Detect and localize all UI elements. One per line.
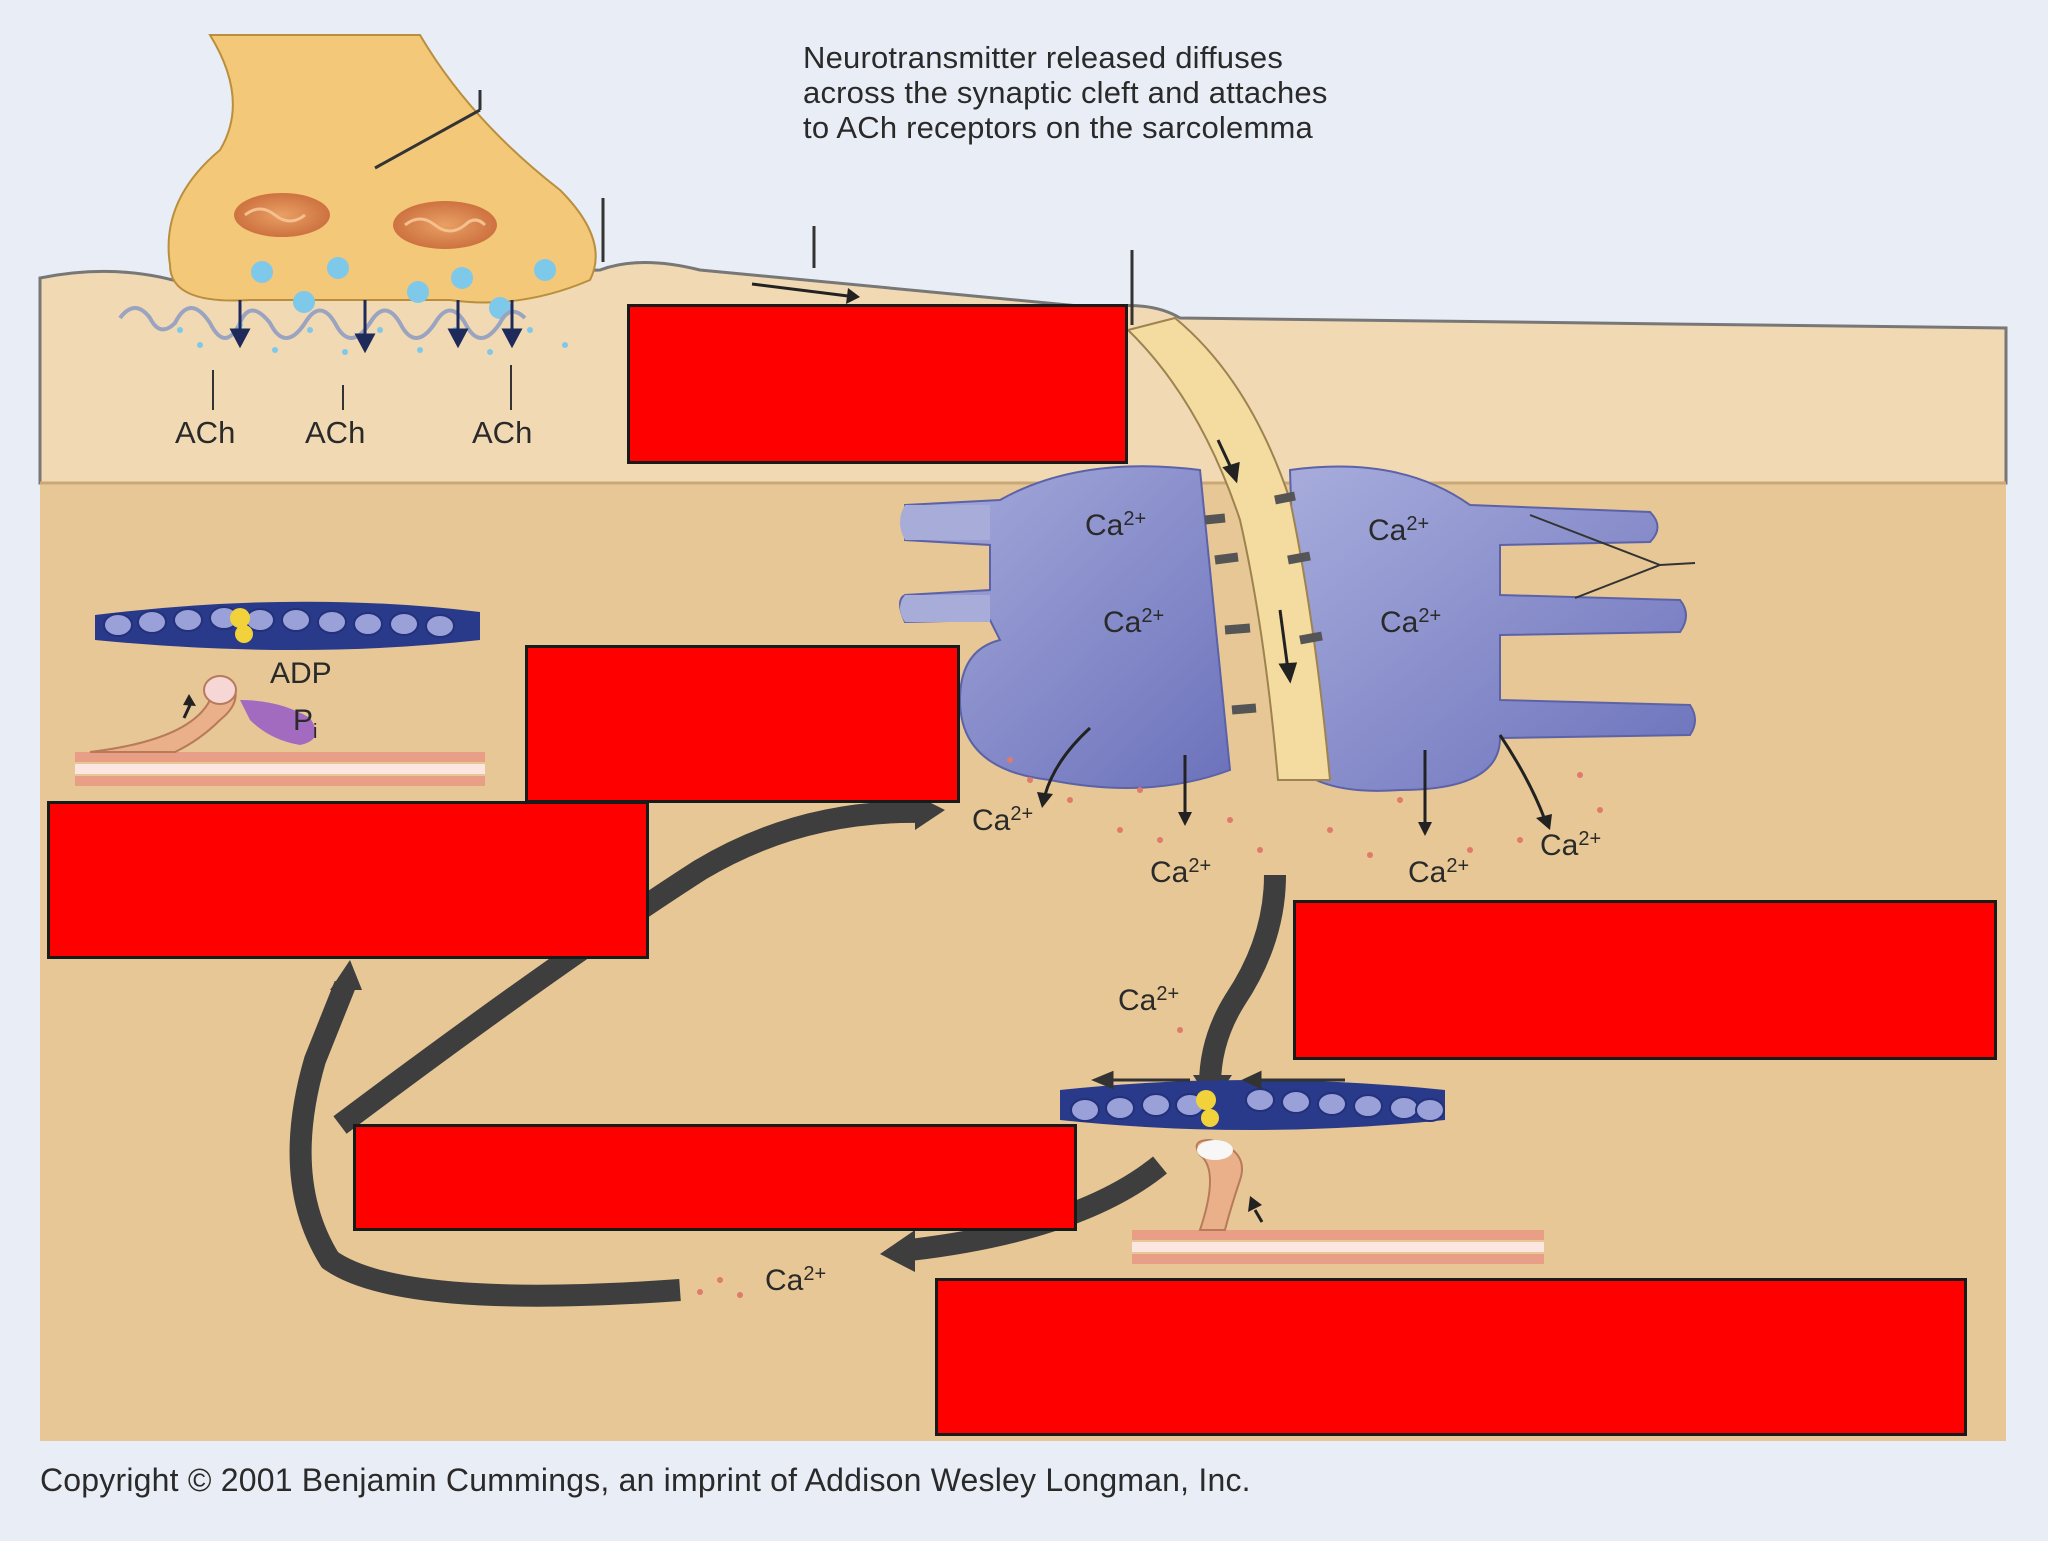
axon-terminal	[167, 34, 597, 304]
ach-label: ACh	[472, 415, 532, 450]
calcium-label: Ca2+	[1368, 513, 1429, 547]
ach-leader-lines	[212, 365, 512, 410]
calcium-label: Ca2+	[1150, 855, 1211, 889]
ach-label: ACh	[305, 415, 365, 450]
step-caption: Neurotransmitter released diffuses acros…	[803, 40, 1328, 145]
calcium-ions	[1007, 757, 1603, 858]
calcium-label: Ca2+	[1103, 605, 1164, 639]
junctional-folds	[118, 306, 527, 340]
mitochondrion	[393, 201, 497, 249]
masked-label-box	[1293, 900, 1997, 1060]
masked-label-box	[525, 645, 960, 803]
actin-filament-relaxed	[95, 601, 480, 650]
ach-molecules	[177, 322, 568, 355]
calcium-label: Ca2+	[1408, 855, 1469, 889]
myosin-head-relaxed	[75, 675, 485, 786]
mitochondrion	[234, 193, 330, 237]
calcium-label: Ca2+	[1380, 605, 1441, 639]
calcium-label: Ca2+	[765, 1263, 826, 1297]
masked-label-box	[935, 1278, 1967, 1436]
calcium-label: Ca2+	[1118, 983, 1179, 1017]
t-tubule-arrows	[1216, 439, 1298, 684]
myosin-head-contracting	[1132, 1138, 1544, 1264]
phosphate-label: Pi	[293, 704, 317, 743]
calcium-label: Ca2+	[1540, 828, 1601, 862]
ach-release-arrows	[229, 300, 523, 354]
masked-label-box	[353, 1124, 1077, 1231]
copyright-notice: Copyright © 2001 Benjamin Cummings, an i…	[40, 1462, 1251, 1498]
calcium-release-arrows	[1043, 726, 1547, 825]
sarcoplasmic-reticulum-left	[899, 465, 1232, 789]
masked-label-box	[627, 304, 1128, 464]
sarcoplasmic-reticulum-right	[1288, 465, 1696, 792]
action-potential-arrow	[751, 282, 849, 298]
actin-filament-contracting	[1060, 1080, 1445, 1130]
sliding-arrows	[1091, 1070, 1345, 1090]
calcium-label: Ca2+	[1085, 508, 1146, 542]
ach-label: ACh	[175, 415, 235, 450]
masked-label-box	[47, 801, 649, 959]
voltage-sensors	[1204, 491, 1323, 715]
adp-label: ADP	[270, 657, 332, 690]
calcium-label: Ca2+	[972, 803, 1033, 837]
